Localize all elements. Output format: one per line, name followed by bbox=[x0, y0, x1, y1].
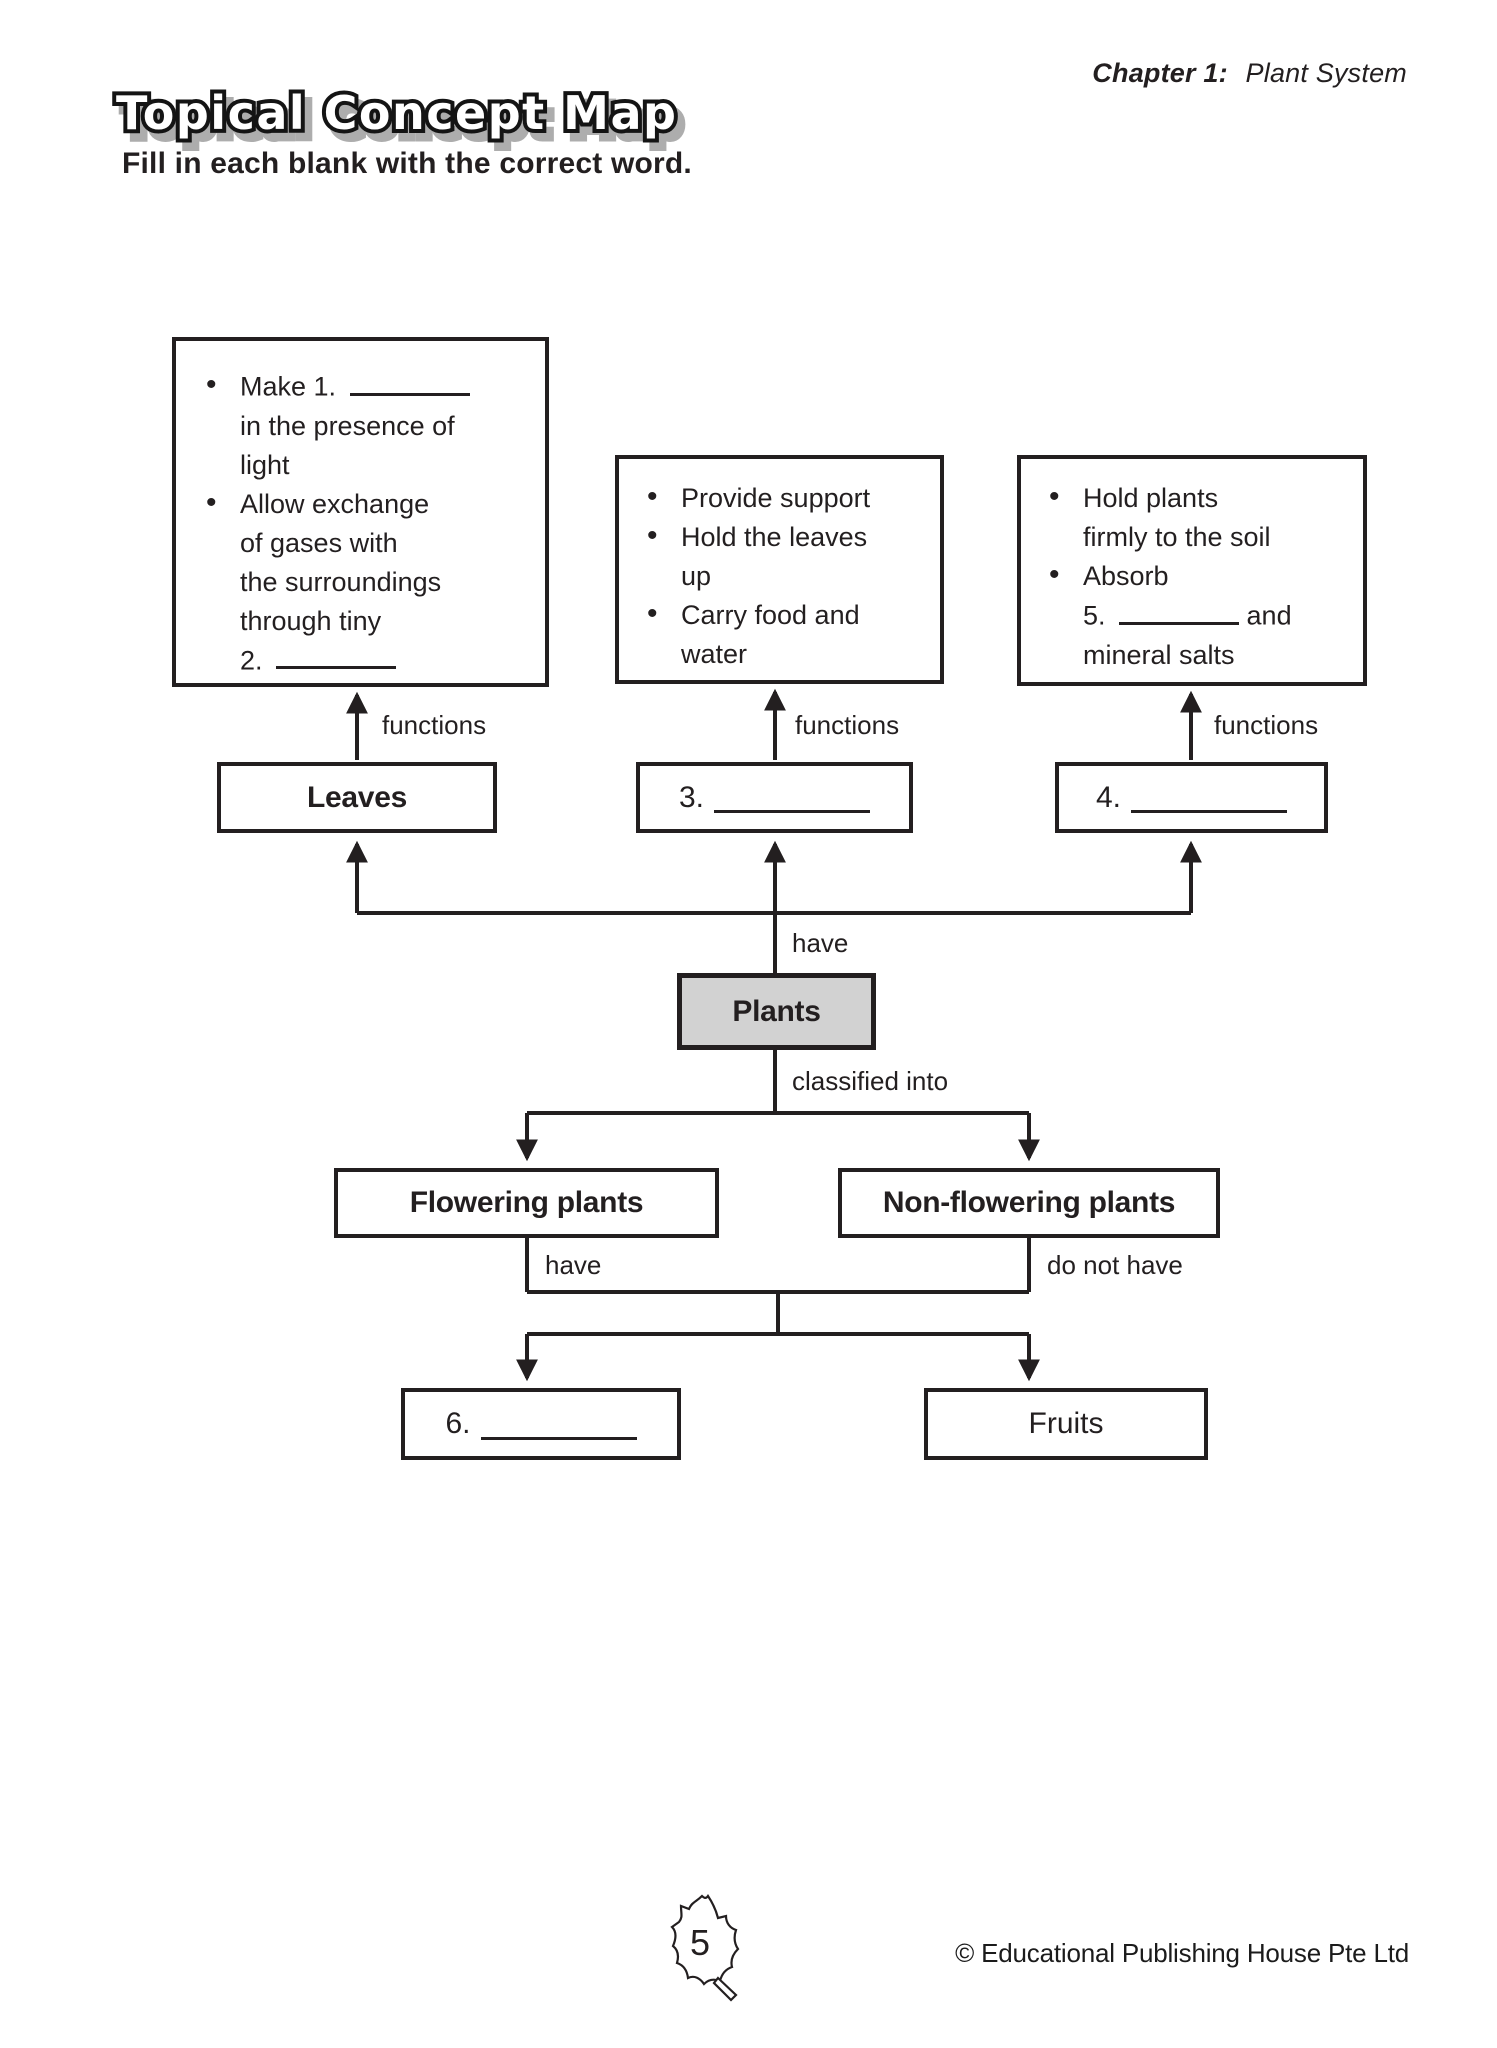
bullet-line: Carry food and bbox=[681, 600, 860, 630]
bullet-line: mineral salts bbox=[1083, 639, 1235, 670]
page-title-text: Topical Concept Map bbox=[116, 86, 678, 140]
edge-label-have-flowering: have bbox=[543, 1250, 604, 1281]
bullet-line: water bbox=[681, 639, 748, 669]
bullet-line: Hold plants bbox=[1083, 483, 1219, 513]
edge-label-functions-leaves: functions bbox=[380, 710, 489, 741]
node-flowering-plants: Flowering plants bbox=[334, 1168, 719, 1238]
node-blank-6: 6. bbox=[401, 1388, 681, 1460]
page-number-leaf: 5 bbox=[668, 1890, 760, 2010]
bullet-line: through tiny bbox=[240, 605, 382, 636]
node-plants: Plants bbox=[677, 973, 876, 1050]
bullet-line: Hold the leaves bbox=[681, 522, 868, 552]
bullet-line: 5. and bbox=[1083, 596, 1355, 636]
stem-functions-list: Provide supportHold the leavesupCarry fo… bbox=[645, 477, 932, 674]
node-blank-4: 4. bbox=[1055, 762, 1328, 833]
answer-blank[interactable] bbox=[1131, 782, 1288, 814]
root-functions-box: Hold plants firmly to the soilAbsorb 5. an… bbox=[1017, 455, 1367, 686]
leaves-functions-list: Make 1. in the presence oflightAllow exc… bbox=[204, 365, 535, 681]
leaves-functions-box: Make 1. in the presence oflightAllow exc… bbox=[172, 337, 549, 687]
answer-blank[interactable] bbox=[480, 1408, 637, 1440]
bullet-line: Provide support bbox=[681, 483, 871, 513]
copyright-text: © Educational Publishing House Pte Ltd bbox=[955, 1938, 1409, 1968]
bullet-item: Hold plants firmly to the soil bbox=[1047, 477, 1355, 557]
root-functions-list: Hold plants firmly to the soilAbsorb 5. an… bbox=[1047, 477, 1355, 675]
chapter-title: Plant System bbox=[1245, 58, 1407, 88]
edge-label-have: have bbox=[790, 928, 851, 959]
bullet-line: 2. bbox=[240, 641, 535, 681]
edge-label-functions-roots: functions bbox=[1212, 710, 1321, 741]
answer-blank[interactable] bbox=[276, 641, 397, 670]
bullet-item: Hold the leaves up bbox=[645, 516, 932, 596]
answer-blank[interactable] bbox=[1119, 596, 1240, 625]
bullet-line: the surroundings bbox=[240, 566, 442, 597]
bullet-item: Allow exchange of gases with the surroundi… bbox=[204, 483, 535, 681]
answer-blank[interactable] bbox=[349, 367, 470, 396]
bullet-line: Absorb bbox=[1083, 561, 1169, 591]
edge-label-do-not-have: do not have bbox=[1045, 1250, 1185, 1281]
bullet-line: of gases with bbox=[240, 527, 398, 558]
bullet-line: up bbox=[681, 561, 712, 591]
bullet-line: light bbox=[240, 449, 290, 480]
chapter-label: Chapter 1: bbox=[1092, 58, 1228, 88]
page-title: Topical Concept Map bbox=[116, 86, 685, 148]
node-fruits: Fruits bbox=[924, 1388, 1208, 1460]
edge-label-functions-stem: functions bbox=[793, 710, 902, 741]
bullet-line: Make 1. bbox=[240, 367, 535, 407]
bullet-item: Carry food and water bbox=[645, 594, 932, 674]
page-number: 5 bbox=[689, 1922, 711, 1963]
node-non-flowering-plants: Non-flowering plants bbox=[838, 1168, 1220, 1238]
edge-label-classified-into: classified into bbox=[790, 1066, 951, 1097]
bullet-item: Make 1. in the presence of light bbox=[204, 365, 535, 485]
leaf-icon bbox=[670, 1894, 740, 2002]
bullet-line: Allow exchange bbox=[240, 488, 430, 519]
bullet-line: in the presence of bbox=[240, 410, 455, 441]
node-blank-3: 3. bbox=[636, 762, 913, 833]
answer-blank[interactable] bbox=[714, 782, 871, 814]
bullet-line: firmly to the soil bbox=[1083, 522, 1271, 552]
node-leaves: Leaves bbox=[217, 762, 497, 833]
chapter-header: Chapter 1: Plant System bbox=[1092, 58, 1407, 89]
stem-functions-box: Provide supportHold the leavesupCarry fo… bbox=[615, 455, 944, 684]
instruction-text: Fill in each blank with the correct word… bbox=[122, 147, 692, 180]
bullet-item: Provide support bbox=[645, 477, 932, 518]
